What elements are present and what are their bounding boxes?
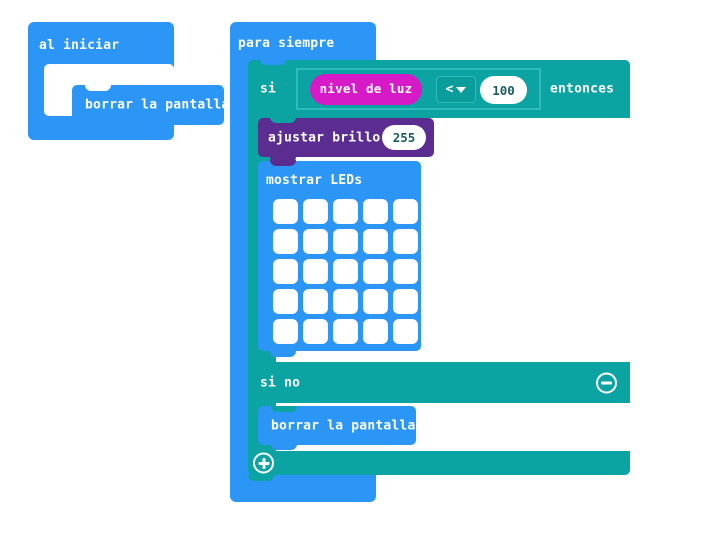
led-cell-3-1[interactable] — [303, 289, 328, 314]
led-cell-3-0[interactable] — [273, 289, 298, 314]
led-cell-4-3[interactable] — [363, 319, 388, 344]
show-leds-notch-top — [270, 160, 296, 166]
chevron-down-icon — [456, 86, 467, 93]
block-clear-screen-else[interactable]: borrar la pantalla — [258, 406, 416, 450]
forever-label: para siempre — [238, 36, 335, 51]
forever-footer-notch — [248, 475, 274, 481]
led-cell-0-2[interactable] — [333, 199, 358, 224]
led-cell-1-2[interactable] — [333, 229, 358, 254]
block-notch-top — [85, 85, 111, 91]
forever-footer — [230, 475, 376, 502]
light-level-label: nivel de luz — [319, 81, 413, 97]
led-cell-2-0[interactable] — [273, 259, 298, 284]
led-cell-2-2[interactable] — [333, 259, 358, 284]
brightness-number-input[interactable]: 255 — [382, 125, 426, 150]
led-cell-2-4[interactable] — [393, 259, 418, 284]
if-label: si — [260, 81, 277, 97]
led-cell-2-3[interactable] — [363, 259, 388, 284]
then-label: entonces — [550, 81, 615, 97]
block-show-leds[interactable]: mostrar LEDs — [258, 160, 421, 357]
led-cell-3-4[interactable] — [393, 289, 418, 314]
else-label: si no — [260, 375, 301, 390]
plus-circle-icon[interactable] — [253, 452, 274, 474]
set-brightness-notch-top — [270, 117, 296, 123]
block-set-brightness[interactable]: ajustar brillo 255 — [258, 117, 434, 163]
minus-circle-icon[interactable] — [596, 372, 617, 393]
led-cell-4-0[interactable] — [273, 319, 298, 344]
led-cell-4-2[interactable] — [333, 319, 358, 344]
boolean-socket-right-edge — [296, 68, 541, 110]
plus-bar-vertical — [262, 457, 265, 469]
threshold-number-input[interactable]: 100 — [480, 76, 527, 104]
on-start-label: al iniciar — [39, 38, 120, 53]
clear-screen-else-label: borrar la pantalla — [271, 418, 416, 433]
comparison-operator-dropdown[interactable]: < — [436, 76, 476, 103]
else-clear-notch-bottom — [271, 444, 297, 450]
set-brightness-label: ajustar brillo — [268, 130, 381, 145]
if-else-footer — [248, 451, 630, 481]
operator-symbol: < — [445, 82, 454, 97]
show-leds-notch-bottom — [270, 351, 296, 357]
show-leds-label: mostrar LEDs — [266, 173, 363, 188]
led-matrix-5x5[interactable] — [273, 199, 418, 344]
led-cell-1-4[interactable] — [393, 229, 418, 254]
clear-screen-label: borrar la pantalla — [85, 97, 230, 113]
led-cell-1-1[interactable] — [303, 229, 328, 254]
led-cell-1-0[interactable] — [273, 229, 298, 254]
script-on-start[interactable]: al iniciar borrar la pantalla — [28, 22, 229, 140]
block-clear-screen[interactable]: borrar la pantalla — [72, 85, 229, 130]
block-notch-bottom — [85, 124, 111, 130]
led-cell-4-1[interactable] — [303, 319, 328, 344]
else-clear-notch-top — [271, 406, 297, 412]
block-light-level-reporter[interactable]: nivel de luz — [310, 74, 422, 105]
led-cell-1-3[interactable] — [363, 229, 388, 254]
else-header[interactable]: si no — [248, 362, 630, 403]
if-notch-top — [260, 59, 286, 65]
led-cell-0-3[interactable] — [363, 199, 388, 224]
led-cell-0-1[interactable] — [303, 199, 328, 224]
led-cell-2-1[interactable] — [303, 259, 328, 284]
led-cell-0-0[interactable] — [273, 199, 298, 224]
led-cell-3-3[interactable] — [363, 289, 388, 314]
led-cell-0-4[interactable] — [393, 199, 418, 224]
led-cell-3-2[interactable] — [333, 289, 358, 314]
led-cell-4-4[interactable] — [393, 319, 418, 344]
